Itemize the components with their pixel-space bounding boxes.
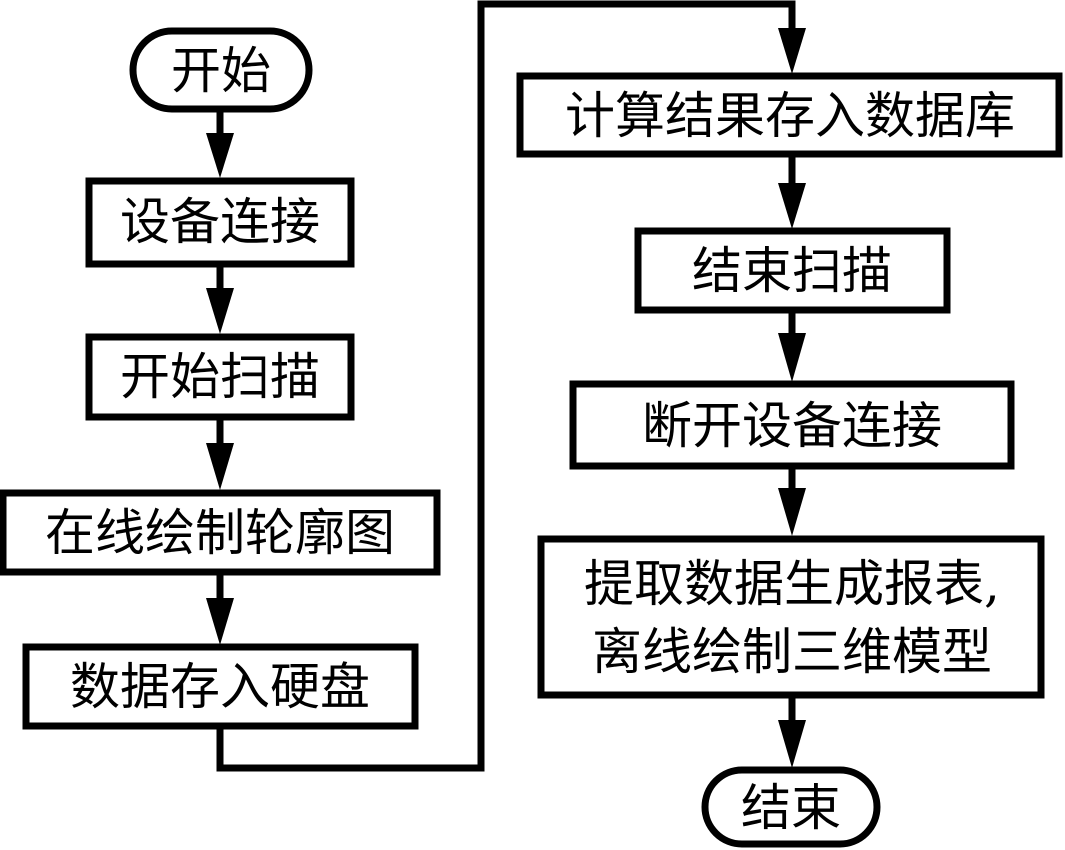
node-connect: 设备连接 [85, 177, 355, 268]
node-start: 开始 [129, 27, 313, 113]
node-end-label: 结束 [741, 779, 841, 837]
arrowhead-icon [206, 133, 234, 178]
arrowhead-icon [778, 488, 806, 536]
node-save-disk: 数据存入硬盘 [22, 643, 419, 730]
arrowhead-icon [778, 28, 806, 74]
arrowhead-icon [206, 288, 234, 334]
node-save-disk-label: 数据存入硬盘 [70, 658, 370, 716]
arrowhead-icon [778, 183, 806, 229]
node-end: 结束 [701, 766, 881, 848]
connectors [206, 0, 806, 772]
node-connect-label: 设备连接 [120, 193, 320, 251]
node-end-scan-label: 结束扫描 [692, 242, 892, 300]
arrowhead-icon [206, 443, 234, 490]
node-scan-label: 开始扫描 [120, 348, 320, 406]
edge-save-disk-to-save-db [216, 0, 796, 772]
node-scan: 开始扫描 [85, 333, 355, 421]
node-save-db: 计算结果存入数据库 [516, 72, 1063, 158]
node-end-scan: 结束扫描 [634, 227, 951, 314]
arrowhead-icon [206, 598, 234, 645]
node-draw-contour: 在线绘制轮廓图 [0, 489, 441, 576]
node-start-label: 开始 [171, 42, 271, 100]
node-disconnect: 断开设备连接 [569, 380, 1015, 470]
arrowhead-icon [778, 333, 806, 382]
arrowhead-icon [778, 720, 806, 768]
node-disconnect-label: 断开设备连接 [642, 397, 942, 455]
node-report: 提取数据生成报表, 离线绘制三维模型 [537, 535, 1045, 699]
node-save-db-label: 计算结果存入数据库 [565, 87, 1015, 145]
node-draw-contour-label: 在线绘制轮廓图 [45, 504, 395, 562]
node-report-label-line1: 提取数据生成报表, [584, 555, 1000, 613]
node-report-label-line2: 离线绘制三维模型 [592, 623, 992, 681]
